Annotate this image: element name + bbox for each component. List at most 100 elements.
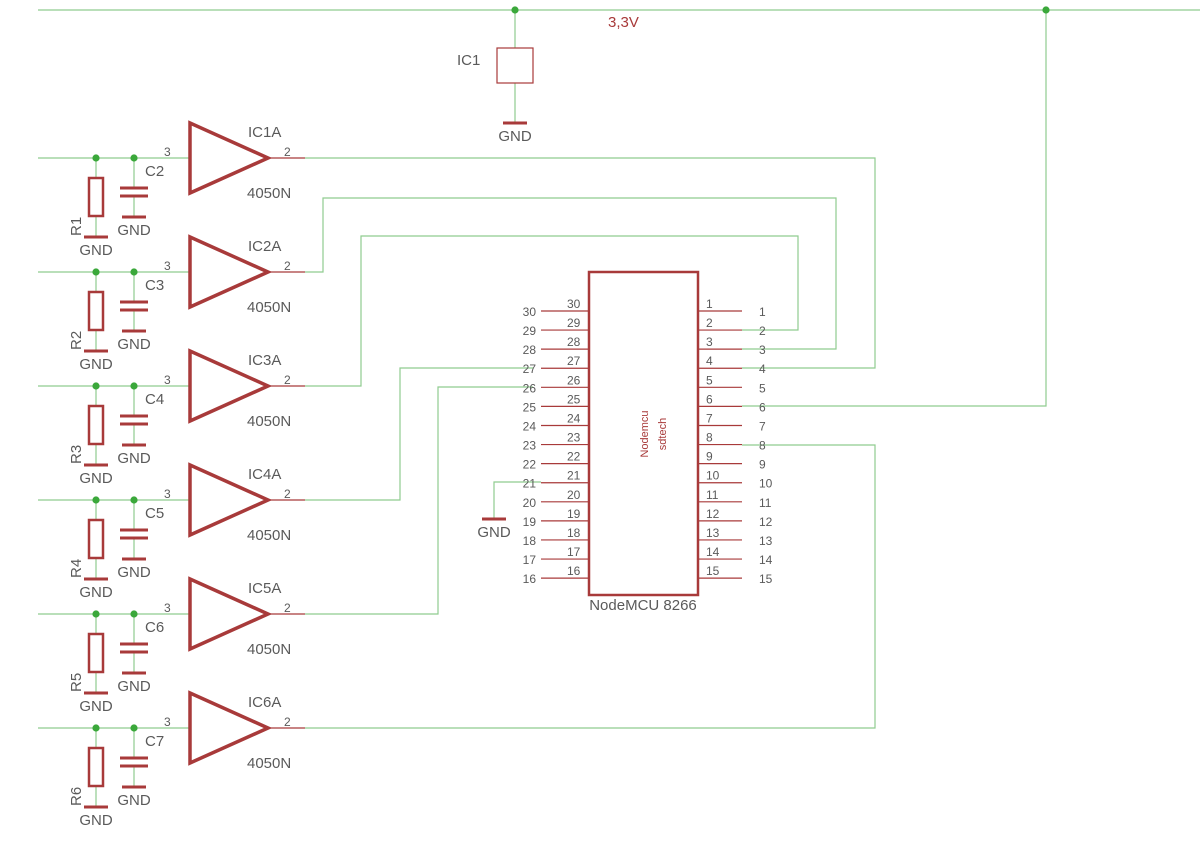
buffer-triangle (188, 120, 273, 196)
mcu-right-pin-number: 15 (706, 564, 720, 578)
ground-label: GND (79, 812, 113, 829)
junction-dot (92, 496, 100, 504)
mcu-right-pin-number: 11 (706, 488, 719, 502)
mcu-left-pin-label: 25 (523, 400, 537, 414)
capacitor-label: C6 (145, 619, 164, 636)
junction-dot (92, 724, 100, 732)
junction-dot (511, 6, 519, 14)
mcu-right-pin-number: 14 (706, 545, 720, 559)
junction-dot (130, 382, 138, 390)
resistor (87, 632, 105, 674)
resistor (87, 746, 105, 788)
mcu-left-pin-number: 18 (567, 526, 581, 540)
mcu-left-pin-label: 27 (523, 362, 537, 376)
junction-dot (1042, 6, 1050, 14)
ground-label: GND (79, 584, 113, 601)
mcu-right-pin-label: 6 (759, 400, 766, 414)
mcu-right-pin-label: 10 (759, 477, 773, 491)
ground-label: GND (498, 128, 532, 145)
mcu-right-pin-label: 2 (759, 324, 766, 338)
junction-dot (92, 268, 100, 276)
buffer-part-label: 4050N (247, 755, 291, 772)
mcu-left-pin-label: 19 (523, 515, 537, 529)
buffer-triangle (188, 576, 273, 652)
capacitor-label: C7 (145, 733, 164, 750)
ground-label: GND (79, 698, 113, 715)
mcu-name: NodeMCU 8266 (589, 597, 697, 614)
mcu-right-pin-label: 9 (759, 458, 766, 472)
wires (38, 9, 1200, 806)
buffer-output-pin: 2 (284, 259, 291, 273)
resistor (87, 290, 105, 332)
mcu-left-pin-number: 26 (567, 373, 581, 387)
ic1-body (496, 47, 534, 84)
ground-label: GND (79, 470, 113, 487)
resistor-label: R1 (68, 217, 85, 236)
capacitor-label: C3 (145, 277, 164, 294)
mcu-left-pin-number: 28 (567, 335, 581, 349)
resistor-label: R6 (68, 787, 85, 806)
output-trace (305, 367, 533, 501)
buffer-input-pin: 3 (164, 373, 171, 387)
mcu-right-pin-number: 7 (706, 411, 713, 425)
buffer-input-pin: 3 (164, 715, 171, 729)
resistor-label: R2 (68, 331, 85, 350)
buffer-input-pin: 3 (164, 601, 171, 615)
junction-dot (92, 154, 100, 162)
mcu-left-pin-label: 20 (523, 496, 537, 510)
mcu-right-pin-number: 13 (706, 526, 720, 540)
buffer-part-label: 4050N (247, 185, 291, 202)
ground-label: GND (117, 678, 151, 695)
ground-label: GND (117, 792, 151, 809)
junction-dot (130, 154, 138, 162)
buffer-ic-label: IC4A (248, 466, 281, 483)
mcu-right-pin-label: 7 (759, 419, 766, 433)
mcu-left-pin-label: 30 (523, 305, 537, 319)
ground-label: GND (477, 524, 511, 541)
buffer-part-label: 4050N (247, 413, 291, 430)
mcu-body-text: Nodemcu (639, 410, 651, 457)
mcu-left-pin-label: 23 (523, 439, 537, 453)
mcu-right-pin-label: 4 (759, 362, 766, 376)
junctions (92, 6, 1050, 732)
mcu-left-pin-label: 22 (523, 458, 537, 472)
mcu-left-pin-number: 23 (567, 431, 581, 445)
buffer-output-pin: 2 (284, 373, 291, 387)
mcu-right-pin-label: 14 (759, 553, 773, 567)
output-trace (305, 197, 837, 350)
ic1-label: IC1 (457, 52, 480, 69)
resistor-label: R3 (68, 445, 85, 464)
ground-label: GND (79, 356, 113, 373)
mcu-right-pin-number: 4 (706, 354, 713, 368)
mcu-right-pin-number: 12 (706, 507, 720, 521)
buffer-input-pin: 3 (164, 145, 171, 159)
pin6-supply-trace (742, 10, 1047, 407)
mcu-body-text: sdtech (657, 418, 669, 450)
mcu-right-pin-label: 15 (759, 572, 773, 586)
mcu-left-pin-number: 20 (567, 488, 581, 502)
mcu-left-pin-label: 26 (523, 381, 537, 395)
buffer-ic-label: IC1A (248, 124, 281, 141)
buffer-triangle (188, 462, 273, 538)
resistor-label: R5 (68, 673, 85, 692)
junction-dot (130, 496, 138, 504)
buffer-output-pin: 2 (284, 145, 291, 159)
mcu-left-pin-number: 22 (567, 450, 581, 464)
capacitor-label: C2 (145, 163, 164, 180)
resistor (87, 176, 105, 218)
mcu-left-pin-number: 17 (567, 545, 581, 559)
output-trace (305, 235, 799, 387)
buffer-input-pin: 3 (164, 487, 171, 501)
ground-label: GND (117, 564, 151, 581)
mcu-right-pin-label: 8 (759, 439, 766, 453)
mcu-right-pin-label: 3 (759, 343, 766, 357)
buffer-part-label: 4050N (247, 299, 291, 316)
mcu-left-pin-label: 29 (523, 324, 537, 338)
buffer-ic-label: IC3A (248, 352, 281, 369)
mcu-left-pin-number: 19 (567, 507, 581, 521)
mcu-body (587, 270, 700, 597)
mcu-left-pin-label: 21 (523, 477, 537, 491)
mcu-left-pin-label: 28 (523, 343, 537, 357)
